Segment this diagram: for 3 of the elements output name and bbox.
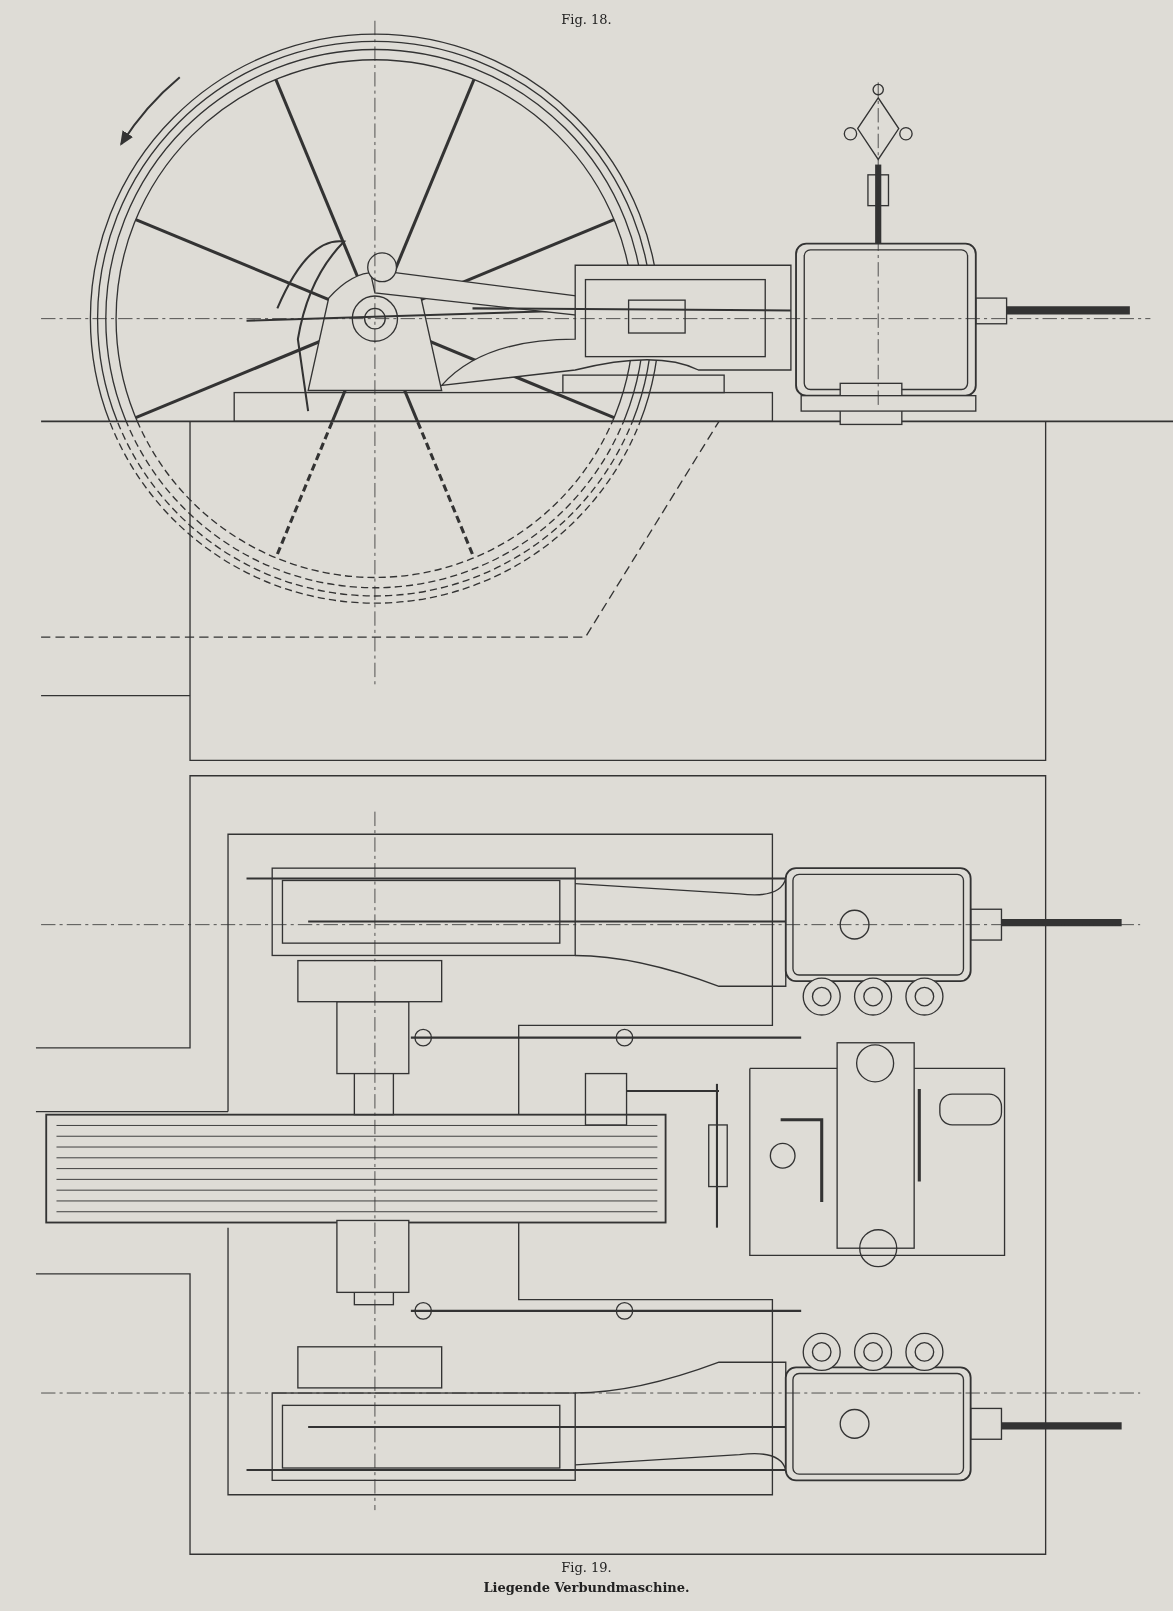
figure-number: Fig. 18. xyxy=(561,12,612,27)
figure-number: Fig. 19. xyxy=(561,1560,612,1575)
figure-caption: Liegende Verbundmaschine. xyxy=(483,1580,690,1595)
